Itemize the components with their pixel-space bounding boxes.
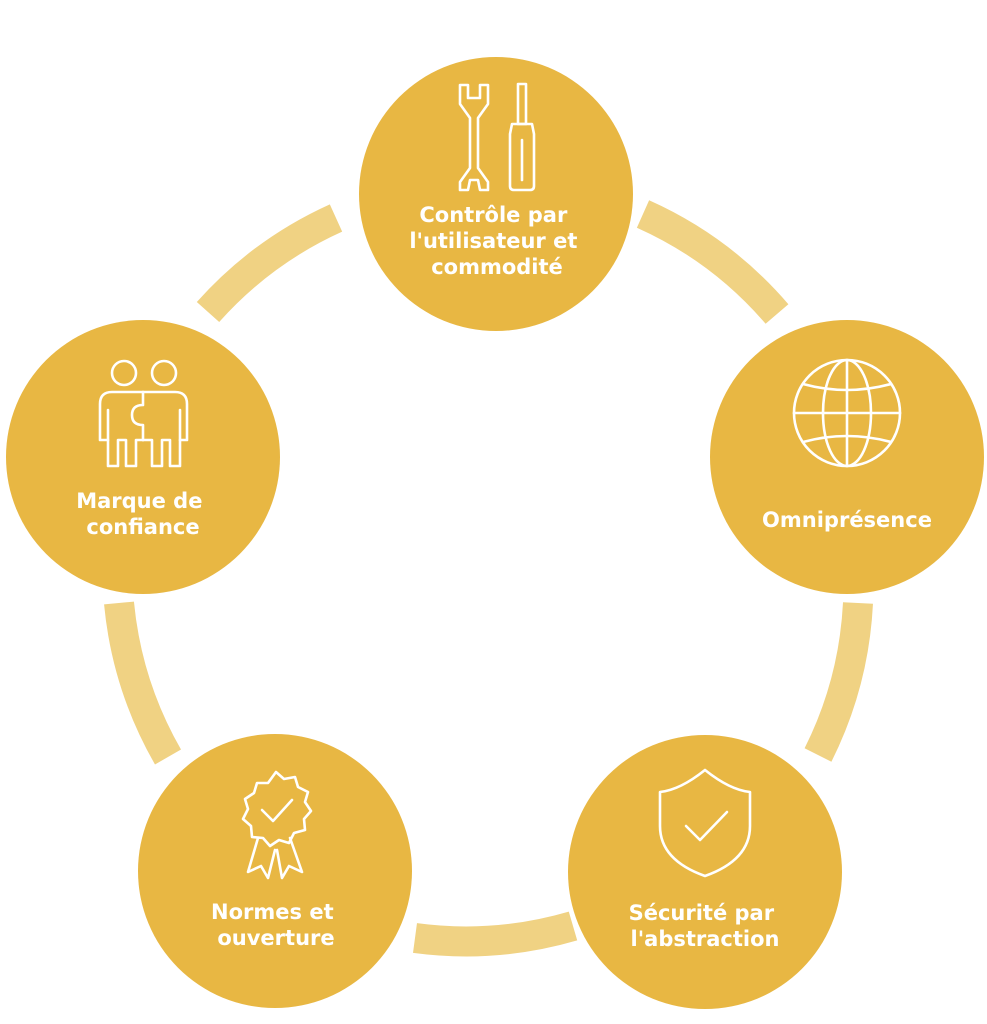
node-label-line: confiance	[86, 515, 199, 539]
node-circle	[138, 734, 412, 1008]
svg-text:Marque de confiance: Marque de confiance	[76, 489, 210, 539]
node-label-line: Normes et	[211, 900, 334, 924]
node-label-line: Marque de	[76, 489, 202, 513]
connector-arc-control-omnipresence	[636, 200, 789, 324]
connector-arc-trust-control	[196, 204, 343, 323]
node-label-line: l'abstraction	[631, 927, 780, 951]
node-label-line: l'utilisateur et	[409, 229, 577, 253]
node-label-line: commodité	[431, 255, 563, 279]
svg-text:Omniprésence: Omniprésence	[762, 508, 932, 532]
node-label-line: ouverture	[217, 926, 334, 950]
svg-text:Sécurité par l'abstracti: Sécurité par l'abstraction	[629, 901, 782, 951]
node-circle	[568, 735, 842, 1009]
connector-arc-standards-trust	[104, 601, 182, 765]
connector-ring	[104, 200, 873, 957]
award-ribbon-icon	[241, 770, 313, 880]
svg-text:Normes et ouverture: Normes et ouverture	[211, 900, 341, 950]
shield-check-icon	[658, 768, 752, 878]
connector-arc-security-standards	[413, 911, 578, 957]
node-label-line: Omniprésence	[762, 508, 932, 532]
node-omnipresence: Omniprésence	[710, 320, 984, 594]
node-control: Contrôle par l'utilisateur et commodité	[359, 57, 633, 331]
people-puzzle-icon	[98, 359, 189, 468]
node-standards: Normes et ouverture	[138, 734, 412, 1008]
node-label-line: Sécurité par	[629, 901, 775, 925]
svg-text:Contrôle par l'utilisate: Contrôle par l'utilisateur et commodité	[409, 203, 584, 279]
node-label-line: Contrôle par	[419, 203, 568, 227]
node-circle	[359, 57, 633, 331]
node-trust: Marque de confiance	[6, 320, 280, 594]
node-security: Sécurité par l'abstraction	[568, 735, 842, 1009]
tools-icon	[458, 82, 536, 192]
globe-icon	[792, 358, 902, 468]
node-circle	[6, 320, 280, 594]
connector-arc-omnipresence-security	[804, 602, 873, 762]
